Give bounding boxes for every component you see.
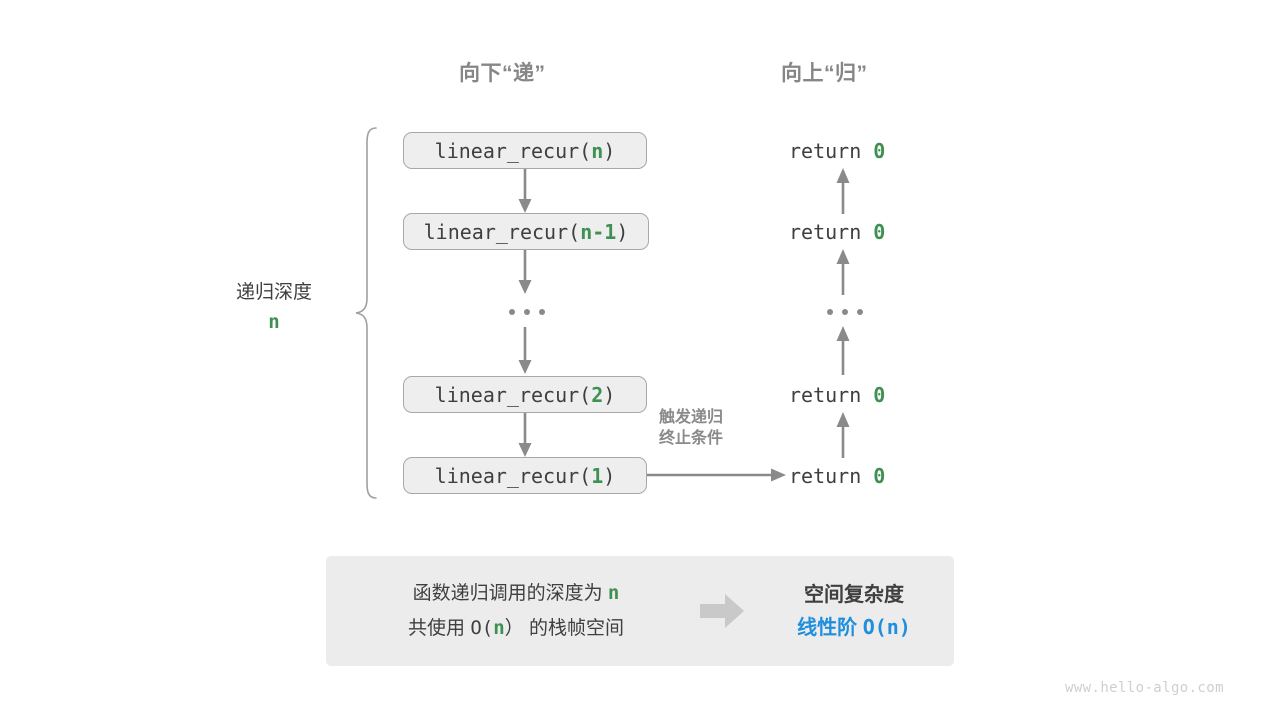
recursion-depth-brace (352, 126, 382, 500)
summary-arrow-wrap (690, 591, 754, 631)
right-block-arrow-icon (700, 594, 744, 628)
call-box-2[interactable]: linear_recur(2) (403, 376, 647, 413)
base-case-arrow-icon (647, 466, 787, 484)
summary-left-line1-n: n (607, 582, 620, 604)
summary-left-line2-paren: ） (504, 618, 524, 639)
return-4-keyword: return (789, 464, 862, 488)
down-arrow-1-icon (516, 169, 534, 214)
return-2-keyword: return (789, 220, 862, 244)
left-ellipsis-icon (509, 309, 545, 315)
summary-left-line2-tail: 的栈帧空间 (528, 618, 624, 639)
header-return-up: 向上“归” (781, 62, 868, 85)
return-label-2: return 0 (789, 220, 885, 244)
return-label-4: return 0 (789, 464, 885, 488)
call-box-2-name: linear_recur( (434, 382, 592, 407)
return-4-value: 0 (873, 464, 886, 488)
summary-right-text: 空间复杂度 线性阶 O(n) (754, 579, 954, 644)
call-box-2-arg: 2 (591, 382, 604, 407)
return-label-1: return 0 (789, 139, 885, 163)
base-case-note: 触发递归 终止条件 (659, 407, 723, 449)
return-label-3: return 0 (789, 383, 885, 407)
down-arrow-3-icon (516, 327, 534, 375)
up-arrow-3-icon (834, 325, 852, 375)
summary-left-line2-text: 共使用 (408, 618, 466, 639)
depth-label-value: n (268, 311, 280, 333)
call-box-n[interactable]: linear_recur(n) (403, 132, 647, 169)
call-box-1-close: ) (603, 463, 616, 488)
return-1-keyword: return (789, 139, 862, 163)
right-ellipsis-icon (827, 309, 863, 315)
header-recurse-down: 向下“递” (459, 62, 546, 85)
call-box-1[interactable]: linear_recur(1) (403, 457, 647, 494)
recursion-depth-label: 递归深度 n (196, 278, 352, 336)
summary-right-value-bigo: O(n) (862, 614, 911, 639)
up-arrow-2-icon (834, 248, 852, 295)
base-case-note-line2: 终止条件 (659, 430, 724, 447)
call-box-n1-arg: n-1 (580, 219, 617, 244)
down-arrow-4-icon (516, 413, 534, 458)
call-box-1-name: linear_recur( (434, 463, 592, 488)
summary-right-value: 线性阶 O(n) (754, 611, 954, 644)
call-box-n1-name: linear_recur( (423, 219, 581, 244)
summary-left-line2-bigo: O( (470, 617, 494, 639)
return-1-value: 0 (873, 139, 886, 163)
call-box-n-arg: n (591, 138, 604, 163)
call-box-1-arg: 1 (591, 463, 604, 488)
up-arrow-1-icon (834, 167, 852, 214)
return-3-value: 0 (873, 383, 886, 407)
summary-left-text: 函数递归调用的深度为 n 共使用 O(n） 的栈帧空间 (342, 576, 690, 646)
call-box-2-close: ) (603, 382, 616, 407)
summary-left-line2-n: n (493, 617, 505, 639)
summary-right-title: 空间复杂度 (804, 583, 904, 606)
summary-right-value-label: 线性阶 (797, 616, 858, 639)
return-2-value: 0 (873, 220, 886, 244)
base-case-note-line1: 触发递归 (659, 409, 724, 426)
summary-left-line2: 共使用 O(n） 的栈帧空间 (342, 611, 690, 646)
call-box-n-name: linear_recur( (434, 138, 592, 163)
summary-left-line1: 函数递归调用的深度为 n (342, 576, 690, 611)
depth-label-text: 递归深度 (235, 282, 312, 303)
up-arrow-4-icon (834, 411, 852, 458)
down-arrow-2-icon (516, 250, 534, 295)
call-box-n1-close: ) (616, 219, 629, 244)
watermark: www.hello-algo.com (1065, 680, 1224, 696)
call-box-n-minus-1[interactable]: linear_recur(n-1) (403, 213, 649, 250)
return-3-keyword: return (789, 383, 862, 407)
summary-panel: 函数递归调用的深度为 n 共使用 O(n） 的栈帧空间 空间复杂度 线性阶 O(… (326, 556, 954, 666)
call-box-n-close: ) (603, 138, 616, 163)
summary-left-line1-text: 函数递归调用的深度为 (412, 583, 603, 604)
